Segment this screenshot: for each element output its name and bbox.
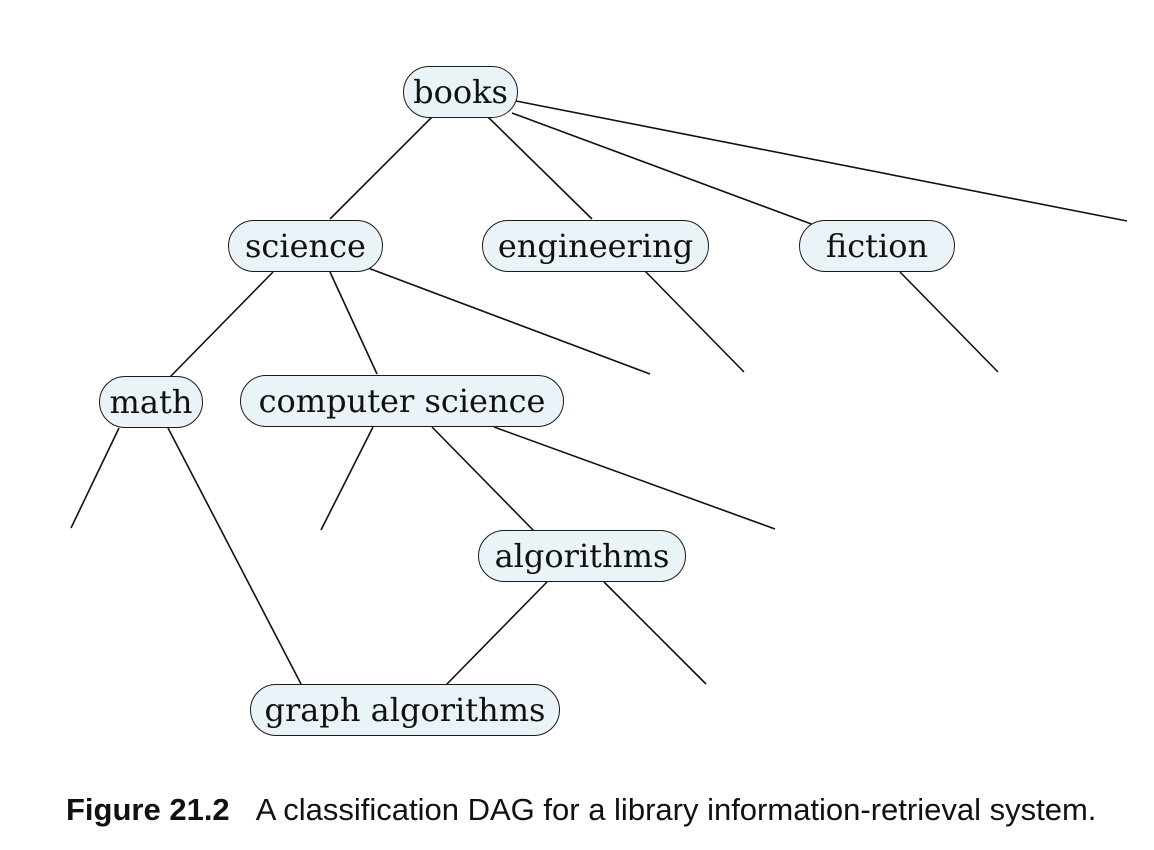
edge-algorithms-graph-algorithms (445, 581, 548, 686)
node-graph-algorithms: graph algorithms (250, 684, 560, 736)
node-computer-science-label: computer science (258, 382, 546, 420)
edge-books-science (329, 116, 433, 220)
node-math-label: math (109, 383, 193, 421)
node-algorithms: algorithms (478, 530, 686, 582)
node-science: science (228, 220, 383, 272)
edge-books-dangling (515, 100, 1128, 222)
edge-science-computer-science (329, 271, 378, 375)
edge-books-fiction (511, 112, 815, 226)
node-math: math (99, 376, 203, 428)
edge-computer-science-algorithms (431, 426, 535, 532)
edge-science-math (169, 271, 274, 378)
edge-computer-science-dangling-left (320, 426, 374, 531)
edge-algorithms-dangling (603, 581, 707, 685)
caption-text: A classification DAG for a library infor… (255, 792, 1097, 827)
node-engineering: engineering (482, 220, 709, 272)
edge-fiction-dangling (899, 271, 999, 373)
node-books: books (403, 66, 518, 118)
edge-math-dangling (70, 427, 120, 529)
figure-number: Figure 21.2 (66, 792, 230, 827)
edge-science-dangling (367, 267, 651, 375)
node-computer-science: computer science (240, 375, 564, 427)
edge-computer-science-dangling-right (493, 426, 776, 530)
edge-math-graph-algorithms (167, 427, 302, 685)
figure-caption: Figure 21.2 A classification DAG for a li… (66, 792, 1096, 828)
node-fiction-label: fiction (825, 227, 929, 265)
node-fiction: fiction (799, 220, 955, 272)
node-algorithms-label: algorithms (494, 537, 670, 575)
node-engineering-label: engineering (497, 227, 694, 265)
edge-books-engineering (487, 116, 593, 220)
edge-engineering-dangling (644, 270, 745, 373)
node-graph-algorithms-label: graph algorithms (264, 691, 546, 729)
node-science-label: science (245, 227, 366, 265)
node-books-label: books (413, 73, 508, 111)
